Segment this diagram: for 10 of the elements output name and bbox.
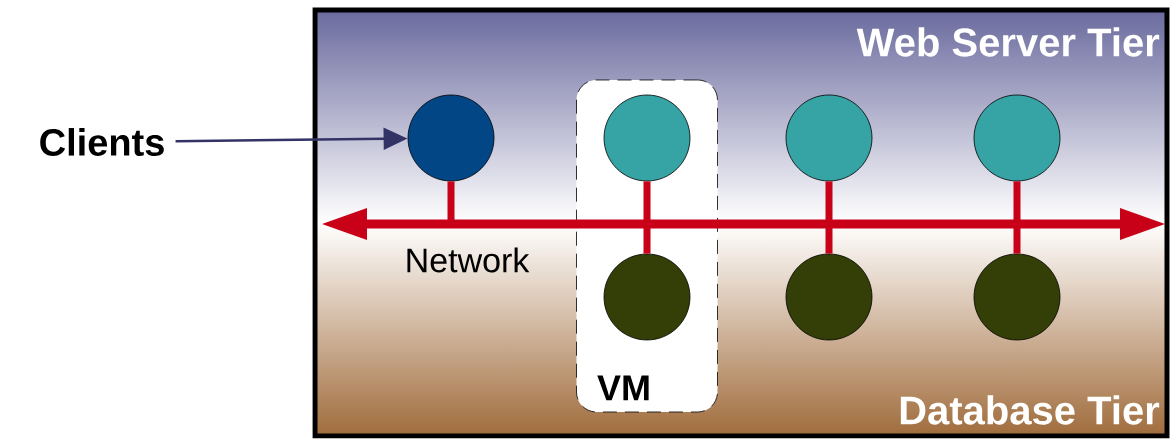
network-label: Network (407, 247, 530, 273)
server-circle (973, 253, 1061, 341)
server-circle (973, 94, 1061, 182)
clients-label: Clients (40, 128, 164, 156)
server-circle (785, 253, 873, 341)
server-circle (603, 253, 691, 341)
server-circle (407, 94, 495, 182)
server-circle (603, 94, 691, 182)
server-circle (785, 94, 873, 182)
network-bar-arrow (322, 208, 1165, 240)
